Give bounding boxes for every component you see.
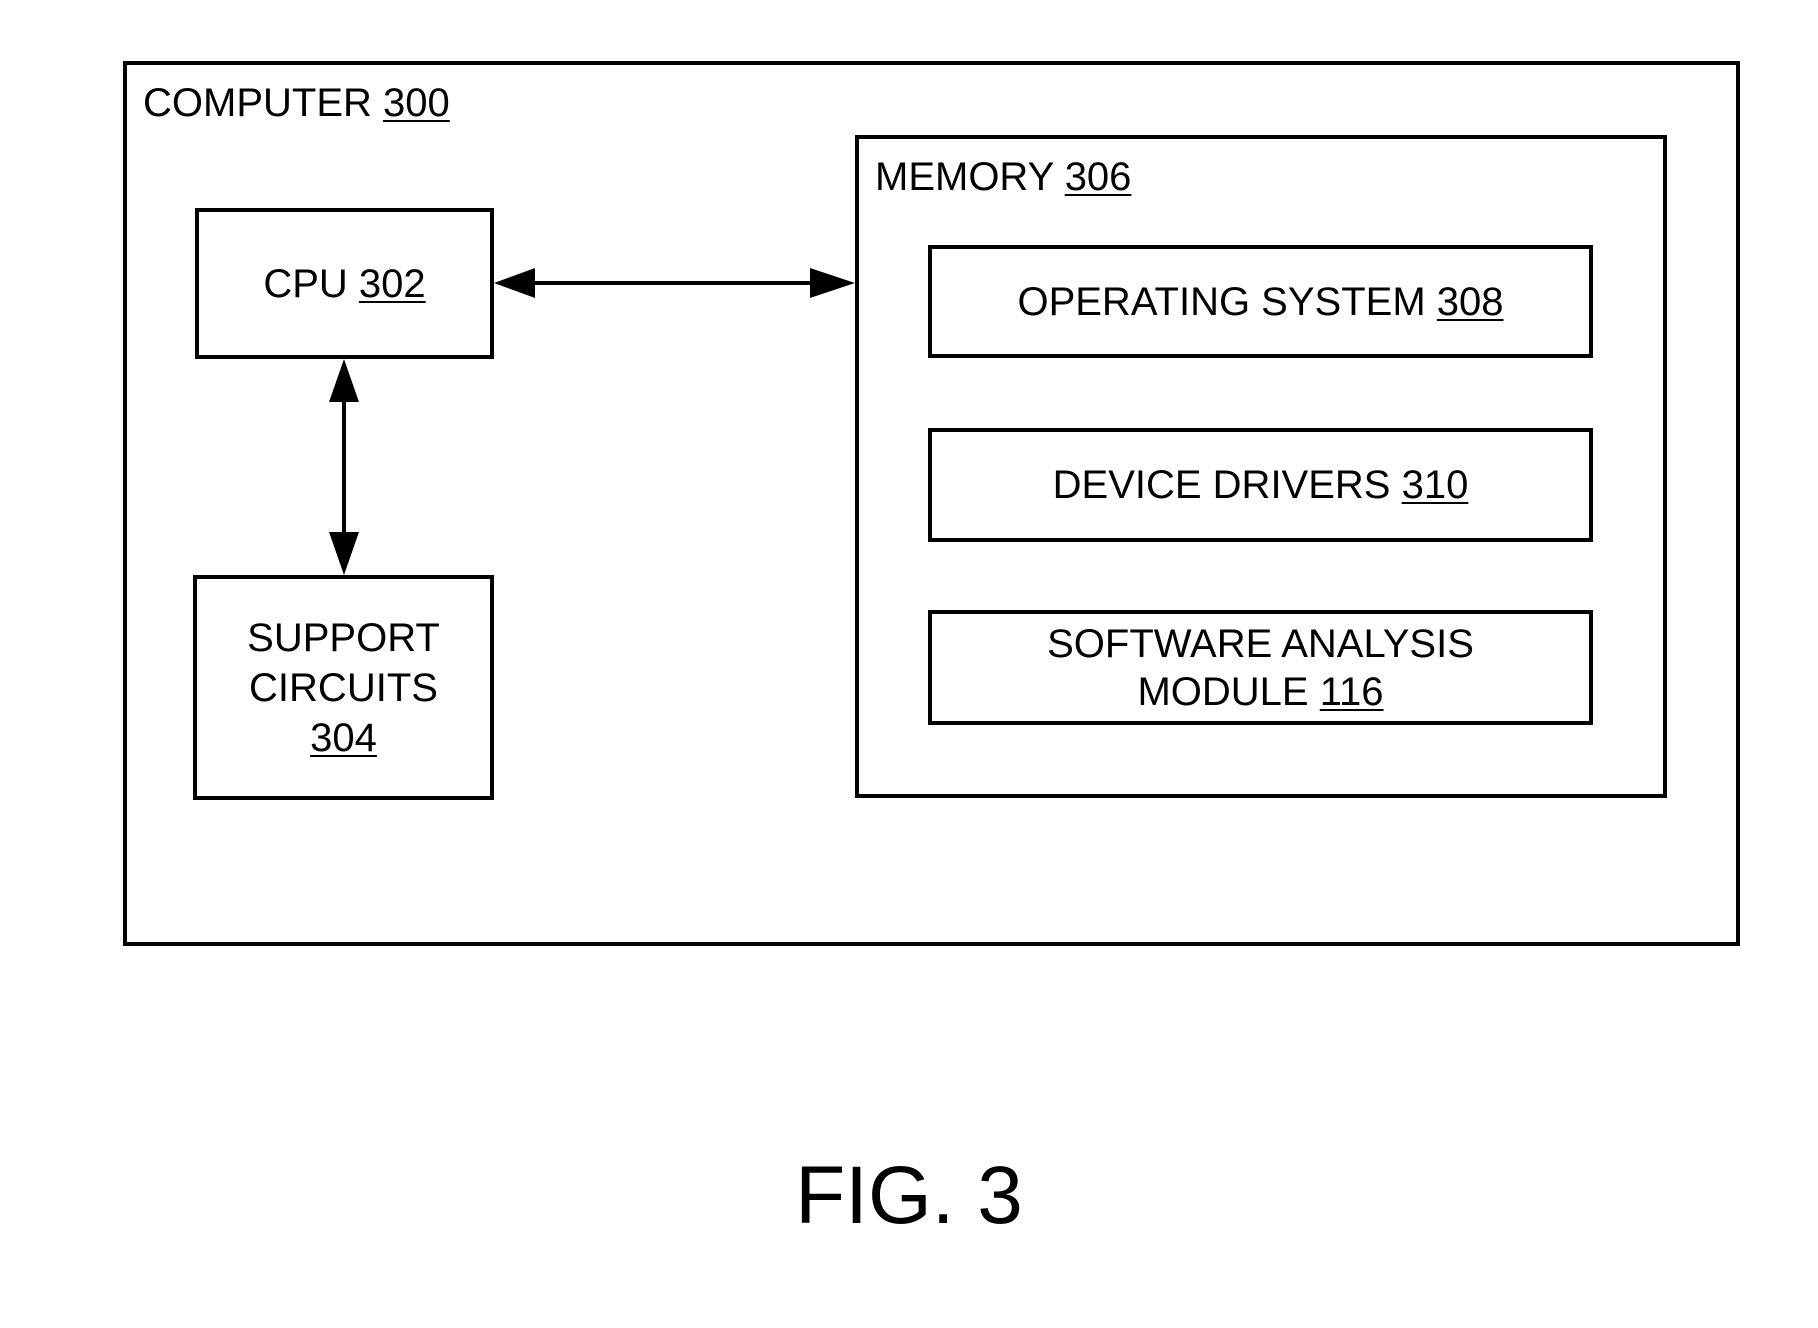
figure-caption: FIG. 3 [0,1155,1818,1237]
cpu-memory-arrowhead-right [810,268,855,298]
cpu-memory-arrowhead-left [494,268,535,298]
cpu-memory-arrow [494,268,855,298]
cpu-support-arrowhead-top [329,359,359,402]
cpu-support-arrow [329,359,359,575]
cpu-support-arrowhead-bottom [329,532,359,575]
